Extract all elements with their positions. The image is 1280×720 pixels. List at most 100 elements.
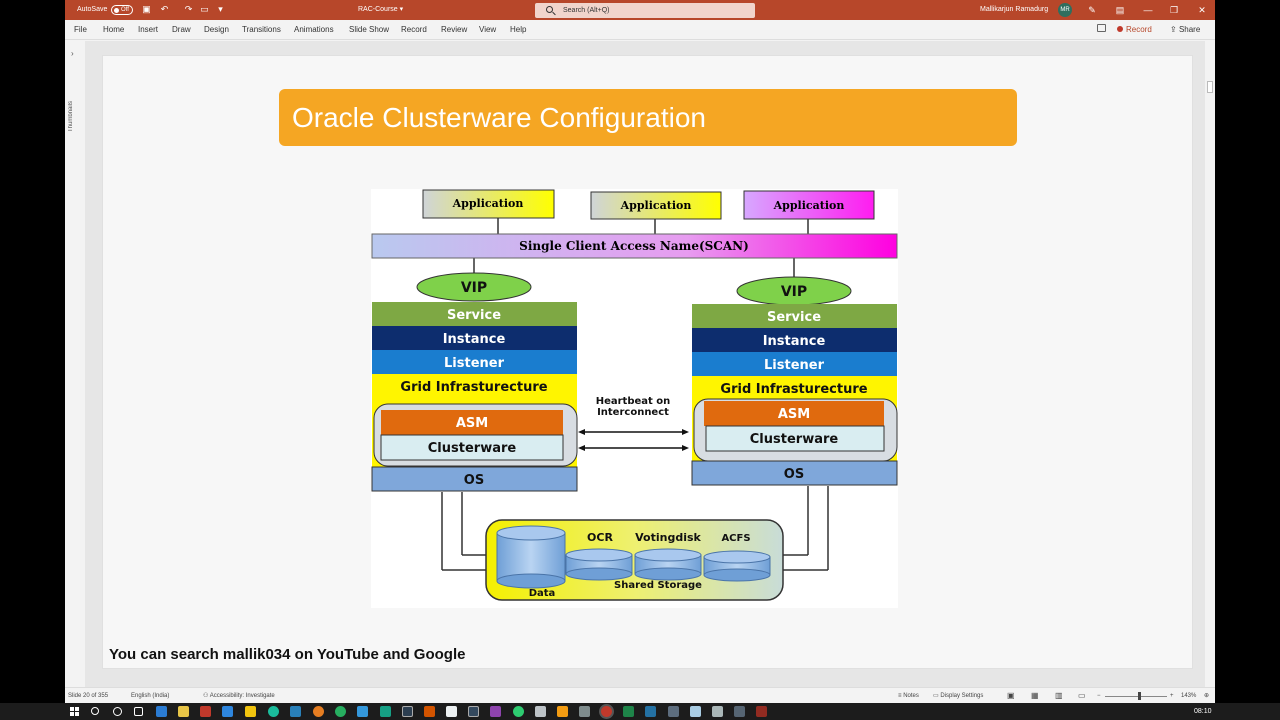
taskbar-app-icon-24[interactable] [668,706,679,717]
autosave-toggle[interactable]: Off [111,5,133,15]
tab-animations[interactable]: Animations [294,25,334,34]
taskbar-app-icon-28[interactable] [756,706,767,717]
firefox-icon[interactable] [313,706,324,717]
vip-left [416,272,532,302]
accessibility-status[interactable]: ⚇ Accessibility: Investigate [203,693,275,699]
powerpoint-taskbar-icon[interactable] [601,706,612,717]
cortana-icon[interactable] [113,707,122,716]
os-right [691,460,898,486]
zoom-out-icon[interactable]: − [1097,693,1101,699]
tab-design[interactable]: Design [204,25,229,34]
grid-right-label: Grid Infrasturecture [720,382,867,397]
undo-icon[interactable]: ↶ [160,4,169,14]
tab-record[interactable]: Record [401,25,427,34]
powerpoint-window: AutoSave Off ▣ ↶ ↷ ▭ ▾ RAC-Course ▾ Sear… [65,0,1215,703]
share-button[interactable]: ⇪ Share [1170,25,1201,34]
chrome-icon[interactable] [335,706,346,717]
tab-home[interactable]: Home [103,25,125,34]
slideshow-view-icon[interactable]: ▭ [1078,691,1086,700]
notes-button[interactable]: ≡ Notes [898,693,919,699]
tab-review[interactable]: Review [441,25,468,34]
taskbar-app-icon-20[interactable] [579,706,590,717]
thumbnails-pane[interactable]: › Thumbnails [65,41,85,687]
taskbar-app-icon-3[interactable] [200,706,211,717]
taskbar-app-icon-15[interactable] [468,706,479,717]
taskbar-app-icon-1[interactable] [156,706,167,717]
record-button[interactable]: Record [1117,23,1152,37]
language-indicator[interactable]: English (India) [131,693,170,699]
zoom-slider-knob[interactable] [1138,692,1141,700]
slide-counter[interactable]: Slide 20 of 355 [68,693,109,699]
taskbar-app-icon-25[interactable] [690,706,701,717]
tab-slide-show[interactable]: Slide Show [349,25,390,34]
ribbon-display-icon[interactable]: ▤ [1115,5,1125,15]
windows-start-icon[interactable] [70,707,80,717]
word-icon[interactable] [645,706,656,717]
taskbar-app-icon-7[interactable] [290,706,301,717]
comments-icon[interactable] [1097,24,1106,32]
service-left [372,302,577,326]
save-icon[interactable]: ▣ [142,4,151,14]
document-title[interactable]: RAC-Course ▾ [358,6,404,13]
slide-footer-text[interactable]: You can search mallik034 on YouTube and … [109,646,466,663]
tab-help[interactable]: Help [510,25,527,34]
taskbar-app-icon-11[interactable] [380,706,391,717]
close-icon[interactable]: ✕ [1198,5,1206,15]
edge-icon[interactable] [268,706,279,717]
taskbar-app-icon-10[interactable] [357,706,368,717]
zoom-level[interactable]: 143% [1181,693,1197,699]
instance-right-label: Instance [763,334,826,349]
taskbar-app-icon-13[interactable] [424,706,435,717]
clusterware-left [380,434,564,461]
minimize-icon[interactable]: — [1143,5,1153,15]
clusterware-left-label: Clusterware [428,441,517,456]
display-settings-button[interactable]: ▭ Display Settings [933,693,984,699]
onenote-icon[interactable] [490,706,501,717]
taskbar-app-icon-19[interactable] [557,706,568,717]
taskbar-app-icon-26[interactable] [712,706,723,717]
tab-view[interactable]: View [479,25,497,34]
status-bar: Slide 20 of 355 English (India) ⚇ Access… [65,687,1215,703]
taskbar-app-icon-18[interactable] [535,706,546,717]
taskbar-clock[interactable]: 08:10 [1194,708,1212,715]
taskbar-app-icon-4[interactable] [222,706,233,717]
user-name[interactable]: Mallikarjun Ramadurg [980,6,1049,13]
slide-sorter-icon[interactable]: ▦ [1031,691,1039,700]
scrollbar-thumb[interactable] [1207,81,1213,93]
taskbar-app-icon-17[interactable] [513,706,524,717]
listener-left-label: Listener [444,356,505,371]
taskbar-app-icon-5[interactable] [245,706,256,717]
tab-draw[interactable]: Draw [172,25,191,34]
zoom-in-icon[interactable]: + [1170,693,1174,699]
taskbar-app-icon-12[interactable] [402,706,413,717]
excel-icon[interactable] [623,706,634,717]
tab-file[interactable]: File [74,25,87,34]
windows-taskbar: 08:10 [0,703,1280,720]
zoom-slider[interactable] [1105,696,1167,697]
avatar[interactable]: MR [1058,3,1072,17]
restore-icon[interactable]: ❐ [1169,5,1179,15]
file-explorer-icon[interactable] [178,706,189,717]
interconnect-arrows [583,431,684,449]
normal-view-icon[interactable]: ▣ [1007,691,1015,700]
redo-icon[interactable]: ↷ [184,4,193,14]
scan-label: Single Client Access Name(SCAN) [519,239,749,253]
reading-view-icon[interactable]: ▥ [1055,691,1063,700]
fit-to-window-icon[interactable]: ⊕ [1204,693,1210,699]
taskbar-app-icon-14[interactable] [446,706,457,717]
title-bar: AutoSave Off ▣ ↶ ↷ ▭ ▾ RAC-Course ▾ Sear… [65,0,1215,20]
chevron-right-icon[interactable]: › [71,49,74,58]
vertical-scrollbar[interactable] [1205,41,1215,687]
taskbar-app-icon-27[interactable] [734,706,745,717]
search-box[interactable]: Search (Alt+Q) [535,3,755,18]
customize-qat-icon[interactable]: ▾ [218,4,223,14]
clusterware-diagram[interactable]: Application Application Application Sing… [371,189,898,608]
service-right [692,304,897,328]
tab-transitions[interactable]: Transitions [242,25,281,34]
tab-insert[interactable]: Insert [138,25,159,34]
taskbar-search-icon[interactable] [91,707,99,715]
present-icon[interactable]: ▭ [200,4,209,14]
pen-icon[interactable]: ✎ [1088,5,1096,15]
slide-title[interactable]: Oracle Clusterware Configuration [279,89,1017,146]
task-view-icon[interactable] [134,707,143,716]
